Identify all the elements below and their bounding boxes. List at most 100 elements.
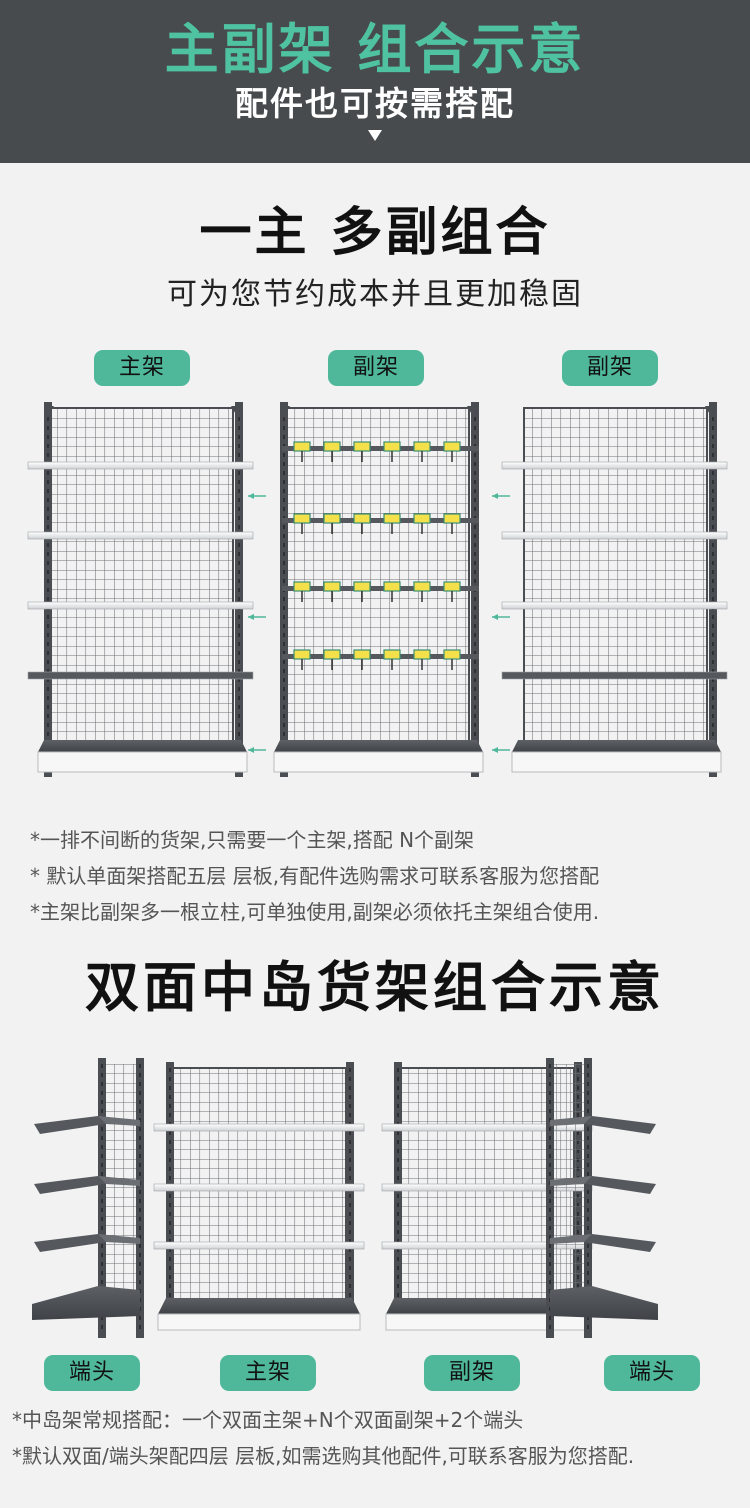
post-slot (238, 642, 240, 646)
post-slot (47, 543, 49, 547)
post-slot (139, 1073, 141, 1077)
post-slot (474, 669, 476, 673)
post-slot (238, 552, 240, 556)
post-slot (169, 1158, 171, 1162)
post-slot (47, 444, 49, 448)
post-slot (712, 669, 714, 673)
post-slot (238, 507, 240, 511)
post-slot (101, 1253, 103, 1257)
post-slot (47, 687, 49, 691)
base-shelf (274, 740, 483, 752)
post-slot (169, 1068, 171, 1072)
post-slot (238, 579, 240, 583)
post-slot (139, 1217, 141, 1221)
post-slot (47, 723, 49, 727)
angled-shelf-top (98, 1116, 140, 1126)
post-slot (587, 1073, 589, 1077)
post-slot (587, 1127, 589, 1131)
post-slot (549, 1109, 551, 1113)
single-section-title: 一主 多副组合 (199, 203, 551, 263)
post-slot (101, 1199, 103, 1203)
post-slot (712, 507, 714, 511)
post-slot (139, 1064, 141, 1068)
post-slot (549, 1091, 551, 1095)
post-slot (712, 489, 714, 493)
price-tag (383, 441, 401, 452)
post-slot (47, 660, 49, 664)
post-slot (238, 570, 240, 574)
price-tag (353, 441, 371, 452)
upright-post (98, 1058, 106, 1338)
post-slot (47, 678, 49, 682)
post-slot (587, 1154, 589, 1158)
angled-shelf-top (550, 1116, 592, 1126)
post-slot (139, 1190, 141, 1194)
post-slot (587, 1208, 589, 1212)
post-slot (474, 453, 476, 457)
post-slot (101, 1217, 103, 1221)
post-slot (587, 1163, 589, 1167)
post-slot (349, 1257, 351, 1261)
post-slot (101, 1091, 103, 1095)
post-slot (349, 1176, 351, 1180)
post-slot (139, 1100, 141, 1104)
post-slot (169, 1131, 171, 1135)
label-end-cap-left: 端头 (44, 1355, 140, 1391)
post-slot (549, 1154, 551, 1158)
top-banner: 主副架 组合示意 配件也可按需搭配 (0, 0, 750, 163)
post-slot (549, 1226, 551, 1230)
post-slot (549, 1136, 551, 1140)
post-slot (238, 705, 240, 709)
kick-plate (273, 751, 484, 773)
post-slot (587, 1199, 589, 1203)
price-tag (293, 581, 311, 592)
post-slot (238, 498, 240, 502)
angled-shelf (584, 1176, 656, 1194)
post-slot (474, 435, 476, 439)
post-slot (238, 732, 240, 736)
post-slot (712, 642, 714, 646)
post-slot (238, 489, 240, 493)
post-slot (349, 1140, 351, 1144)
post-slot (169, 1221, 171, 1225)
post-slot (474, 651, 476, 655)
post-slot (101, 1316, 103, 1320)
post-slot (169, 1230, 171, 1234)
post-slot (47, 471, 49, 475)
post-slot (47, 561, 49, 565)
post-slot (47, 633, 49, 637)
post-slot (549, 1163, 551, 1167)
post-slot (169, 1140, 171, 1144)
post-slot (238, 426, 240, 430)
post-slot (101, 1154, 103, 1158)
price-tag (413, 649, 431, 660)
post-slot (169, 1257, 171, 1261)
post-slot (139, 1145, 141, 1149)
post-slot (101, 1226, 103, 1230)
post-slot (549, 1208, 551, 1212)
post-slot (47, 498, 49, 502)
post-slot (587, 1109, 589, 1113)
post-slot (474, 723, 476, 727)
post-slot (397, 1239, 399, 1243)
label-end-cap-right: 端头 (604, 1355, 700, 1391)
post-slot (238, 480, 240, 484)
post-slot (101, 1082, 103, 1086)
post-slot (349, 1131, 351, 1135)
price-tag (383, 649, 401, 660)
upright-post (546, 1058, 554, 1338)
post-slot (349, 1194, 351, 1198)
post-slot (712, 696, 714, 700)
price-tag (293, 649, 311, 660)
post-slot (712, 426, 714, 430)
post-slot (587, 1145, 589, 1149)
post-slot (283, 714, 285, 718)
post-slot (47, 705, 49, 709)
post-slot (47, 435, 49, 439)
post-slot (712, 597, 714, 601)
post-slot (549, 1127, 551, 1131)
bracket (44, 406, 54, 418)
post-slot (587, 1082, 589, 1086)
hook-bar (282, 446, 479, 451)
shelf-board (501, 601, 728, 610)
